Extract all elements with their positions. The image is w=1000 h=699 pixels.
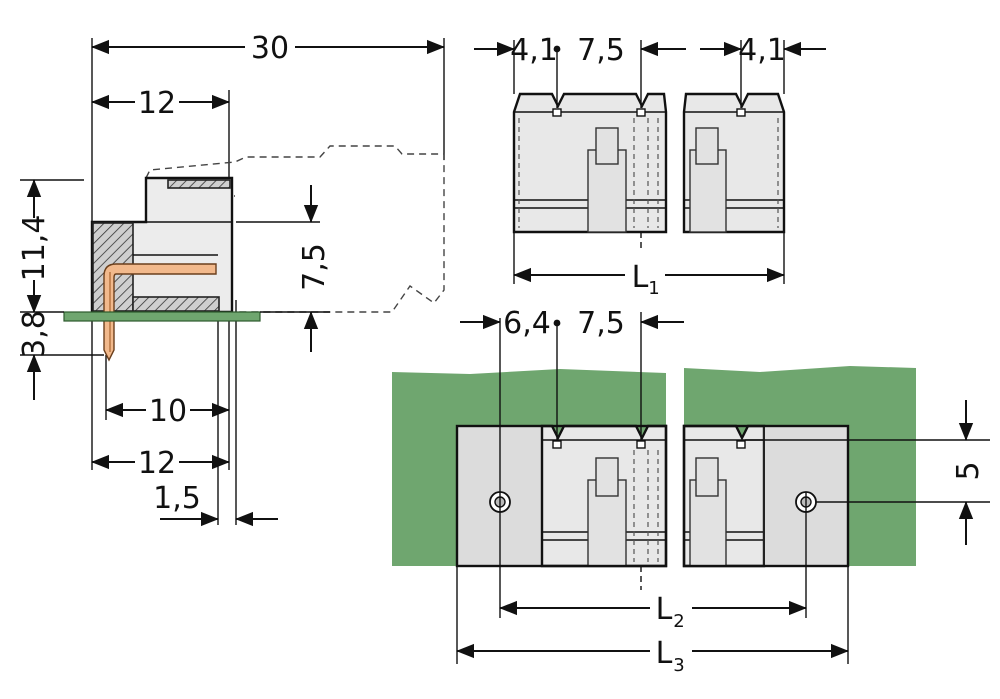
dim-7-5-side: 7,5 [297, 243, 332, 291]
dim-6-4: 6,4 [503, 306, 551, 341]
dim-L1: L [632, 260, 649, 295]
contact-pin [103, 263, 217, 362]
dim-1-5: 1,5 [153, 481, 201, 516]
dim-L3-sub: 3 [673, 655, 684, 676]
dim-4-1-right: 4,1 [738, 33, 786, 68]
dim-L3: L [656, 636, 673, 671]
side-view: 30 12 11,4 3,8 7,5 10 12 1,5 [17, 31, 445, 527]
dim-5: 5 [951, 461, 986, 480]
dim-12-bottom: 12 [138, 446, 176, 481]
dim-12-top: 12 [138, 86, 176, 121]
dim-30: 30 [251, 31, 289, 66]
dim-3-8: 3,8 [17, 310, 52, 358]
dim-7-5-top: 7,5 [577, 33, 625, 68]
dim-10: 10 [149, 394, 187, 429]
dim-11-4: 11,4 [17, 215, 52, 282]
dim-L1-sub: 1 [648, 278, 659, 299]
dim-L2-sub: 2 [673, 611, 684, 632]
dim-4-1-left: 4,1 [510, 33, 558, 68]
pcb-section [63, 311, 261, 322]
dim-L2: L [656, 592, 673, 627]
dim-7-5-flange: 7,5 [577, 306, 625, 341]
top-view: 4,1 7,5 4,1 L 1 [474, 33, 826, 299]
flange-view: 6,4 7,5 5 L 2 L 3 [392, 306, 990, 676]
